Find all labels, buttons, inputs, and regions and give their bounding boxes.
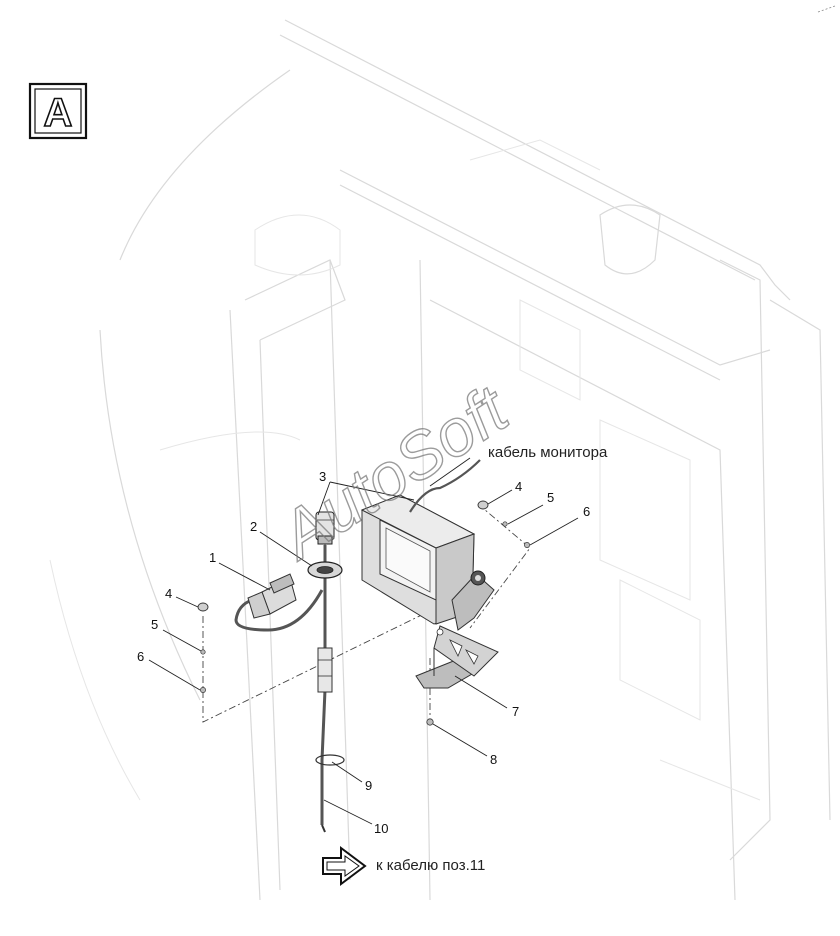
cable-tie <box>315 754 345 766</box>
bolt-bottom <box>426 718 434 726</box>
nut-right <box>477 500 489 510</box>
callout-5-right: 5 <box>547 490 554 505</box>
cable-harness <box>315 545 345 833</box>
callout-1: 1 <box>209 550 216 565</box>
callout-7: 7 <box>512 704 519 719</box>
view-badge-letter: A <box>44 91 73 135</box>
to-cable-label: к кабелю поз.11 <box>376 857 485 874</box>
washer-right <box>502 521 508 527</box>
callout-10: 10 <box>374 821 388 836</box>
callout-6-left: 6 <box>137 649 144 664</box>
outline-right-arrow-icon <box>322 846 367 886</box>
callout-6-right: 6 <box>583 504 590 519</box>
lock-washer-left <box>200 687 206 693</box>
leader-lines <box>148 457 579 825</box>
callout-3: 3 <box>319 469 326 484</box>
callout-5-left: 5 <box>151 617 158 632</box>
nut-left <box>197 602 209 612</box>
grommet <box>307 561 343 579</box>
view-badge: A <box>28 82 88 140</box>
callout-8: 8 <box>490 752 497 767</box>
callout-4-left: 4 <box>165 586 172 601</box>
callout-2: 2 <box>250 519 257 534</box>
corner-mark <box>817 5 836 13</box>
monitor-cable-label: кабель монитора <box>488 444 608 461</box>
mount-bracket <box>415 625 499 689</box>
washer-left <box>200 649 206 655</box>
connector-plug <box>234 573 324 632</box>
lock-washer-right <box>524 542 530 548</box>
fasteners <box>197 500 530 726</box>
callout-9: 9 <box>365 778 372 793</box>
callout-numbers: 1 2 3 4 5 6 4 5 6 7 8 9 10 <box>137 469 590 836</box>
cab-background-outline <box>49 19 831 901</box>
callout-4-right: 4 <box>515 479 522 494</box>
monitor <box>360 459 495 631</box>
cable-gland <box>315 511 335 545</box>
